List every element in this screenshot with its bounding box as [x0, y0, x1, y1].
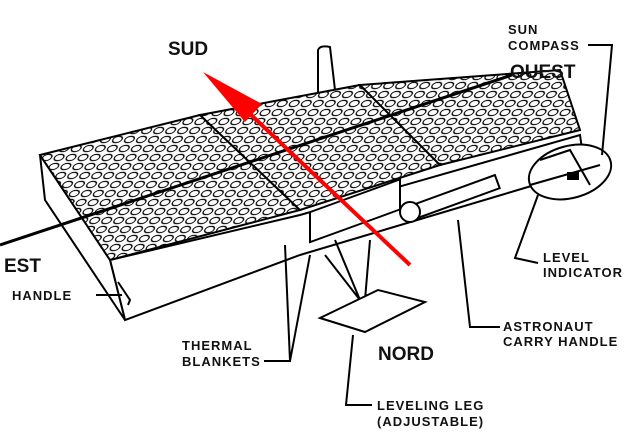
leveling-leg-foot — [317, 288, 428, 334]
leader-thermal-blankets — [264, 244, 311, 362]
south-label: SUD — [168, 39, 208, 60]
sun-compass-label-1: SUN — [508, 22, 538, 37]
north-south-arrow-head — [203, 72, 262, 122]
thermal-blankets-label-2: BLANKETS — [182, 354, 261, 369]
east-west-line — [0, 73, 513, 247]
level-indicator-bubble — [567, 172, 579, 180]
carry-handle-label-2: CARRY HANDLE — [503, 334, 618, 349]
leader-sun-compass — [588, 44, 614, 156]
handle-label: HANDLE — [12, 288, 72, 303]
thermal-blankets-label-1: THERMAL — [182, 338, 253, 353]
north-south-arrow-shaft — [228, 93, 412, 267]
west-label: OUEST — [510, 62, 576, 83]
right-panel — [357, 68, 582, 167]
leveling-leg — [324, 239, 371, 301]
end-handle — [117, 281, 132, 306]
east-label: EST — [4, 256, 41, 277]
leader-leveling-leg — [344, 334, 372, 406]
sun-compass-detail — [529, 148, 601, 186]
carry-handle-label-1: ASTRONAUT — [503, 319, 594, 334]
top-handle — [317, 45, 336, 92]
level-indicator-label-2: INDICATOR — [543, 265, 623, 280]
leveling-leg-label-1: LEVELING LEG — [377, 398, 484, 413]
north-label: NORD — [378, 344, 434, 365]
level-indicator-label-1: LEVEL — [543, 250, 590, 265]
knob — [399, 201, 421, 223]
leveling-leg-label-2: (ADJUSTABLE) — [377, 414, 484, 429]
sun-compass-label-2: COMPASS — [508, 38, 580, 53]
leader-carry-handle — [457, 219, 500, 328]
leader-level-indicator — [513, 194, 539, 264]
